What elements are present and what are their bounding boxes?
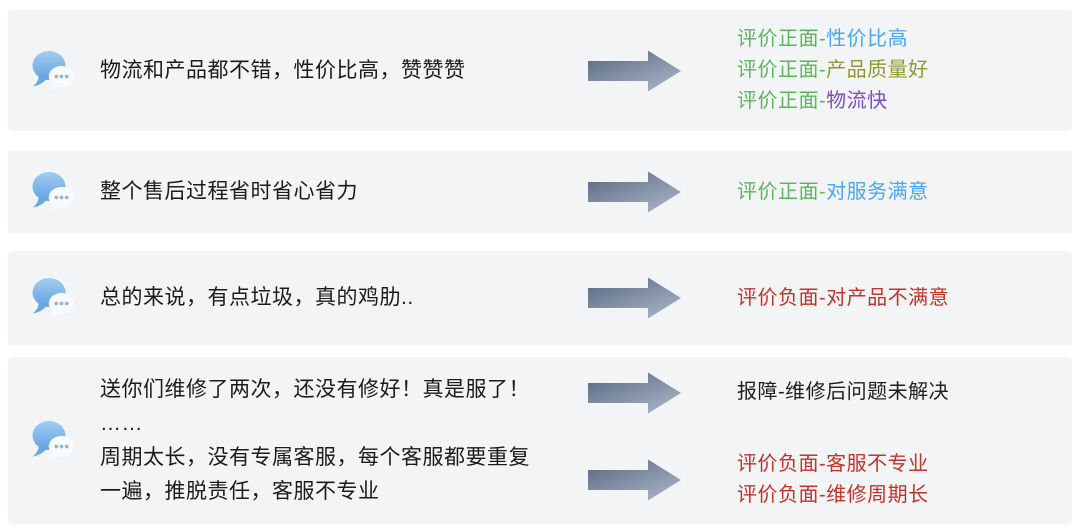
review-row: 送你们维修了两次，还没有修好！真是服了！ …… 周期太长，没有专属客服，每个客服都要… <box>8 357 1072 524</box>
label-detail: 产品质量好 <box>826 59 929 81</box>
message-line: 送你们维修了两次，还没有修好！真是服了！ <box>100 377 530 401</box>
customer-message: 送你们维修了两次，还没有修好！真是服了！ …… 周期太长，没有专属客服，每个客服都要… <box>78 373 588 509</box>
label-category: 评价负面- <box>737 452 827 475</box>
message-line: 周期太长，没有专属客服，每个客服都要重复 <box>100 445 530 469</box>
arrow-right-icon <box>588 171 681 213</box>
label-detail: 性价比高 <box>826 28 909 50</box>
classification-labels: 报障-维修后问题未解决 <box>737 377 949 408</box>
label-detail: 维修周期长 <box>826 483 929 506</box>
label-category: 评价正面- <box>737 28 827 50</box>
message-line: 物流和产品都不错，性价比高，赞赞赞 <box>100 58 466 82</box>
review-row: 物流和产品都不错，性价比高，赞赞赞 评价正面-性价比高评价正面-产品质量好评价正… <box>8 10 1072 131</box>
customer-message: 物流和产品都不错，性价比高，赞赞赞 <box>78 54 588 88</box>
classification-group: 评价负面-对产品不满意 <box>588 276 1072 320</box>
message-line: 一遍，推脱责任，客服不专业 <box>100 479 380 503</box>
classification-label: 评价负面-维修周期长 <box>737 480 929 511</box>
classification-labels: 评价负面-客服不专业评价负面-维修周期长 <box>737 449 929 511</box>
classification-group: 评价正面-对服务满意 <box>588 170 1072 214</box>
chat-bubbles-icon <box>30 170 78 214</box>
label-detail: 对产品不满意 <box>826 286 950 309</box>
message-line: 整个售后过程省时省心省力 <box>100 180 358 203</box>
customer-message: 整个售后过程省时省心省力 <box>78 175 588 209</box>
classification-label: 评价正面-产品质量好 <box>737 55 929 86</box>
classification-label: 评价正面-性价比高 <box>737 24 929 55</box>
classification-groups: 评价负面-对产品不满意 <box>588 276 1072 320</box>
classification-label: 评价正面-对服务满意 <box>737 177 929 208</box>
label-category: 报障- <box>737 381 786 403</box>
label-detail: 物流快 <box>826 90 888 112</box>
classification-labels: 评价负面-对产品不满意 <box>737 283 949 314</box>
message-line: …… <box>100 411 143 435</box>
arrow-right-icon <box>588 372 681 413</box>
classification-group: 评价正面-性价比高评价正面-产品质量好评价正面-物流快 <box>588 24 1072 117</box>
classification-groups: 评价正面-对服务满意 <box>588 170 1072 214</box>
arrow-right-icon <box>588 50 681 91</box>
classification-groups: 报障-维修后问题未解决 评价负面-客服不专业评价负面-维修周期长 <box>588 371 1072 511</box>
chat-bubbles-icon <box>30 419 78 463</box>
label-detail: 对服务满意 <box>826 180 929 203</box>
classification-labels: 评价正面-性价比高评价正面-产品质量好评价正面-物流快 <box>737 24 929 117</box>
chat-bubbles-icon <box>30 49 78 93</box>
arrow-right-icon <box>588 277 681 319</box>
label-category: 评价正面- <box>737 180 827 203</box>
label-detail: 维修后问题未解决 <box>785 381 950 403</box>
classification-group: 报障-维修后问题未解决 <box>588 371 1072 415</box>
classification-label: 评价正面-物流快 <box>737 86 929 117</box>
classification-group: 评价负面-客服不专业评价负面-维修周期长 <box>588 449 1072 511</box>
classification-label: 评价负面-客服不专业 <box>737 449 929 480</box>
review-row: 整个售后过程省时省心省力 评价正面-对服务满意 <box>8 151 1072 233</box>
label-category: 评价正面- <box>737 59 827 81</box>
label-category: 评价负面- <box>737 483 827 506</box>
label-category: 评价正面- <box>737 90 827 112</box>
chat-bubbles-icon <box>30 276 78 320</box>
message-line: 总的来说，有点垃圾，真的鸡肋.. <box>100 286 414 309</box>
arrow-right-icon <box>588 459 681 500</box>
review-row: 总的来说，有点垃圾，真的鸡肋.. 评价负面-对产品不满意 <box>8 251 1072 345</box>
label-detail: 客服不专业 <box>826 452 929 475</box>
classification-label: 报障-维修后问题未解决 <box>737 377 949 408</box>
customer-message: 总的来说，有点垃圾，真的鸡肋.. <box>78 281 588 315</box>
label-category: 评价负面- <box>737 286 827 309</box>
classification-label: 评价负面-对产品不满意 <box>737 283 949 314</box>
classification-groups: 评价正面-性价比高评价正面-产品质量好评价正面-物流快 <box>588 24 1072 117</box>
classification-labels: 评价正面-对服务满意 <box>737 177 929 208</box>
